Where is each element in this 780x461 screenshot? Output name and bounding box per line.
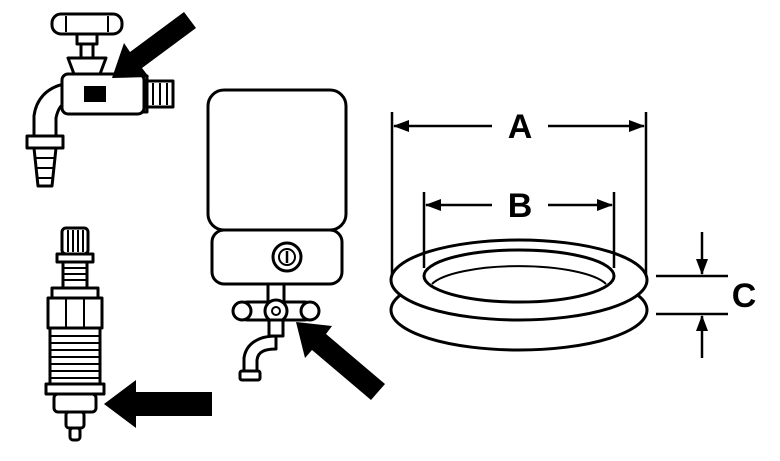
dimension-b: B (422, 187, 616, 268)
valve-hex-body (46, 296, 104, 330)
dimension-c-label: C (732, 277, 757, 315)
tap-washer-area (84, 86, 106, 102)
valve-cartridge-figure (44, 226, 212, 442)
arrow-icon-valve-washer (104, 380, 212, 428)
tap-handle-stem (79, 42, 95, 60)
heater-dial-inner (278, 248, 296, 266)
dimension-a-label: A (508, 108, 533, 146)
valve-tip-nub (68, 426, 82, 442)
heater-tap-spout-lip (238, 369, 262, 382)
washer-ring-figure (389, 238, 649, 352)
heater-body (206, 88, 348, 232)
arrow-icon-heater-tap (296, 322, 385, 400)
arrow-icon-tap-washer (112, 12, 196, 78)
heater-tap-lower-stem (267, 318, 285, 338)
tap-bonnet (66, 56, 108, 76)
ring-inner-wall (431, 265, 607, 285)
heater-tap-spout (242, 334, 278, 374)
heater-tap-handle-left-knob (231, 300, 253, 322)
bib-tap-figure (25, 12, 196, 188)
dimension-c: C (656, 232, 756, 358)
valve-washer (52, 392, 98, 414)
heater-tap-handle-right-knob (299, 300, 321, 322)
dimension-b-label: B (508, 187, 533, 225)
valve-tip (64, 410, 86, 430)
water-heater-figure (206, 88, 385, 400)
valve-screw (60, 226, 90, 256)
tap-handle-bar (50, 12, 124, 36)
ring-hole (422, 248, 616, 304)
tap-spout-nut (25, 134, 65, 150)
heater-tap-handle-hub-dot (271, 306, 281, 316)
dimension-a: A (390, 108, 648, 274)
